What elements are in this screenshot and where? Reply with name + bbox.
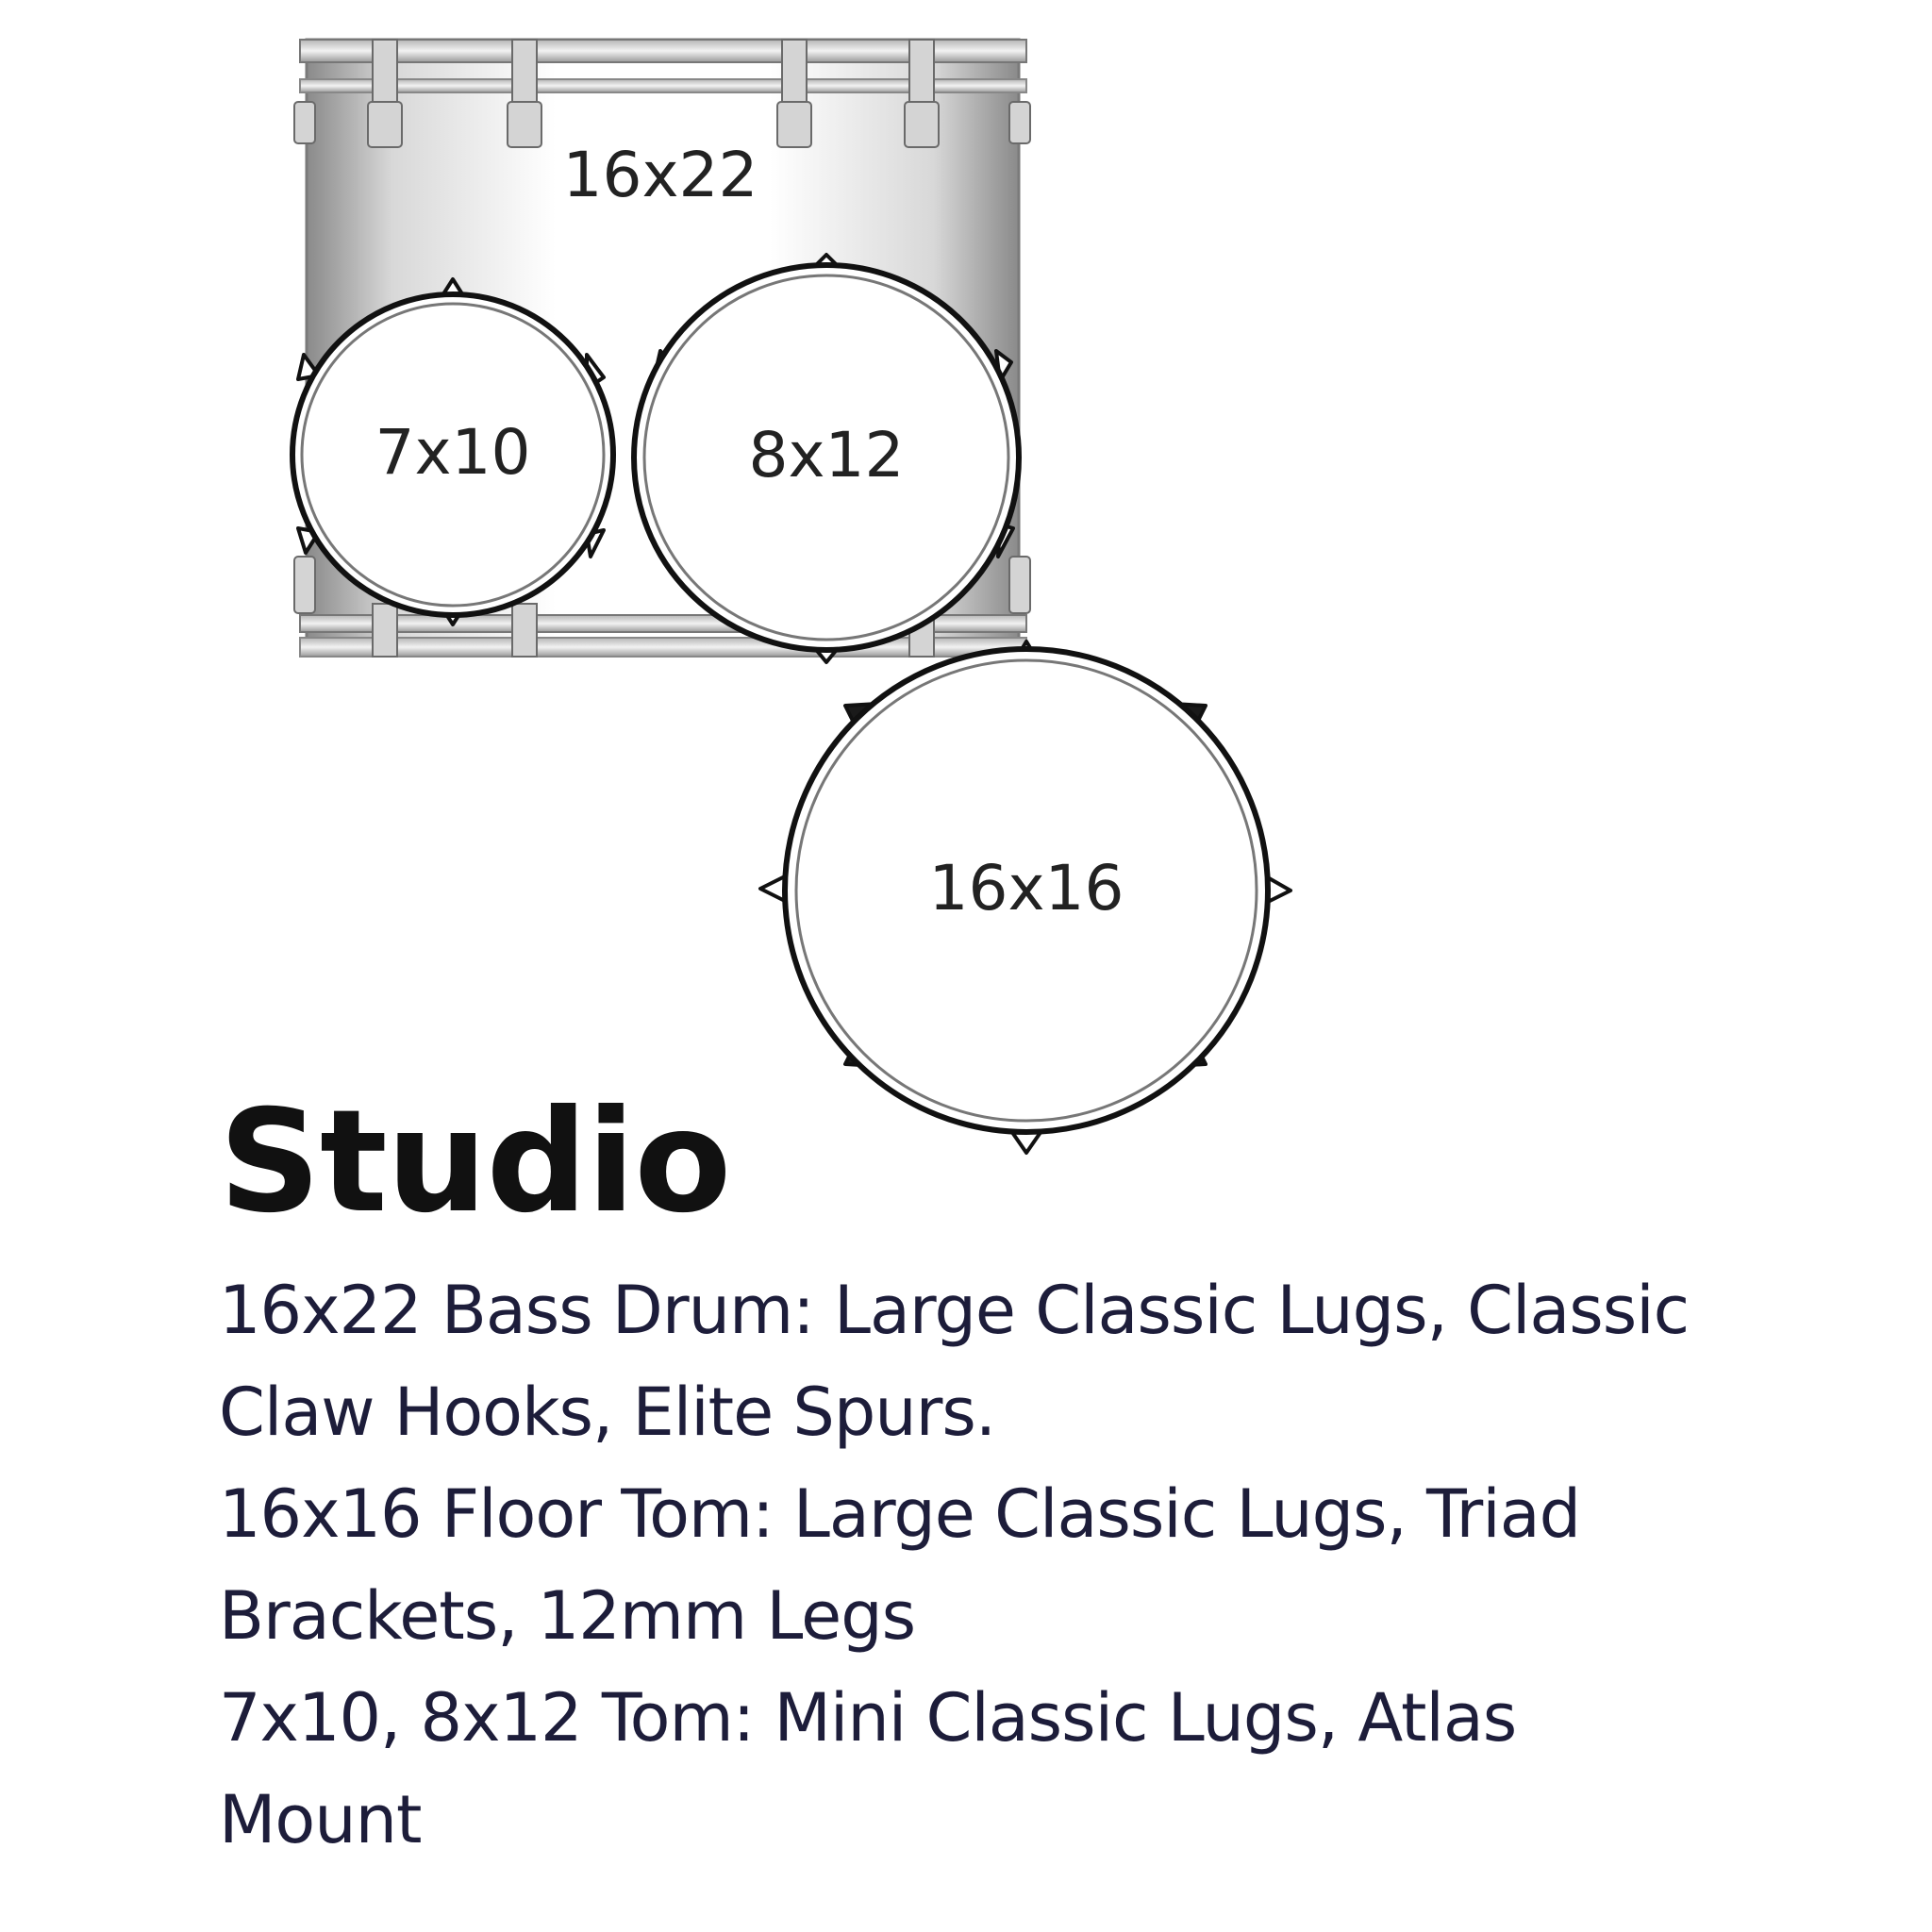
spec-line: Mount [219, 1781, 422, 1858]
spec-line: Brackets, 12mm Legs [219, 1577, 916, 1655]
spec-list: 16x22 Bass Drum: Large Classic Lugs, Cla… [219, 1259, 1841, 1871]
tom-7x10-label: 7x10 [375, 416, 530, 489]
tom-7x10: 7x10 [290, 277, 616, 626]
bass-drum-lugs [293, 39, 1031, 658]
bass-drum-top-hoop [299, 39, 1027, 93]
floor-tom-label: 16x16 [928, 852, 1124, 924]
tom-8x12-label: 8x12 [748, 419, 904, 491]
spec-line: 7x10, 8x12 Tom: Mini Classic Lugs, Atlas [219, 1679, 1517, 1757]
floor-tom-16x16: 16x16 [758, 640, 1292, 1155]
bass-drum-label: 16x22 [562, 139, 758, 211]
spec-line: 16x22 Bass Drum: Large Classic Lugs, Cla… [219, 1272, 1690, 1349]
kit-title: Studio [219, 1080, 731, 1244]
drum-kit-diagram: 16x22 7x10 8x12 [290, 38, 1292, 1155]
spec-line: Claw Hooks, Elite Spurs. [219, 1374, 996, 1451]
tom-8x12: 8x12 [631, 253, 1022, 664]
spec-line: 16x16 Floor Tom: Large Classic Lugs, Tri… [219, 1475, 1581, 1553]
